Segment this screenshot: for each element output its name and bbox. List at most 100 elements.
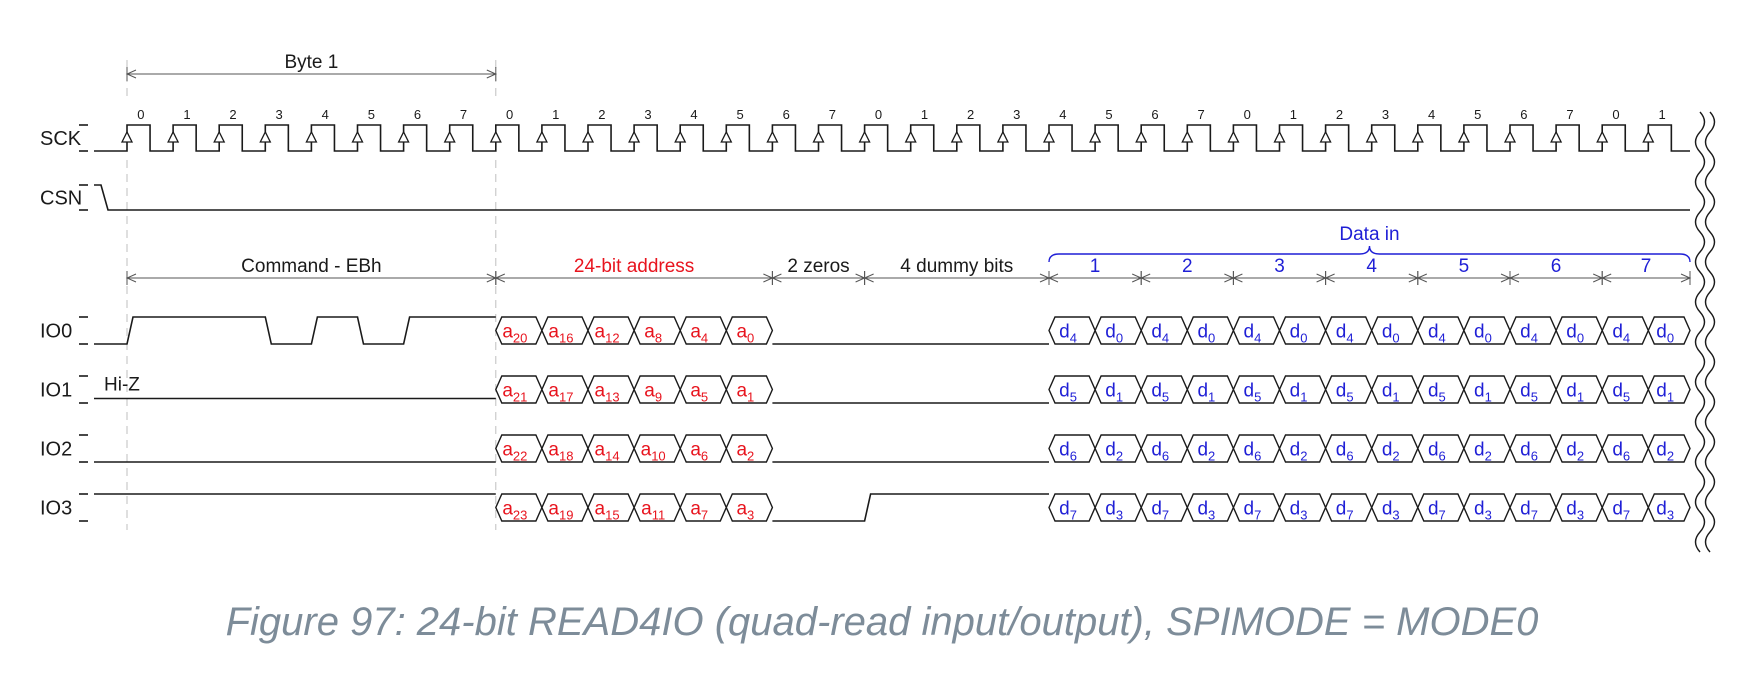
io2-data-cell-subscript: 2 xyxy=(1208,449,1215,464)
io1-data-cell-subscript: 5 xyxy=(1254,390,1261,405)
sck-edge-arrow xyxy=(581,130,595,143)
sck-edge-arrow xyxy=(305,130,318,143)
io1-address-cell-subscript: 5 xyxy=(701,390,708,405)
clock-number: 1 xyxy=(1659,107,1666,122)
clock-number: 0 xyxy=(1612,107,1619,122)
io0-data-cell-subscript: 0 xyxy=(1485,331,1492,346)
clock-number: 0 xyxy=(137,107,144,122)
clock-number: 3 xyxy=(276,107,283,122)
io3-data-cell-subscript: 3 xyxy=(1300,508,1307,523)
data-number-7: 7 xyxy=(1641,256,1652,277)
io0-address-cell-subscript: 20 xyxy=(513,331,527,346)
io1-address-cell-subscript: 1 xyxy=(747,390,754,405)
io3-data-cell-subscript: 7 xyxy=(1623,508,1630,523)
sck-edge-arrow xyxy=(535,130,548,143)
data-number-5: 5 xyxy=(1459,256,1470,277)
io2-data-cell-subscript: 6 xyxy=(1346,449,1353,464)
data-number-4: 4 xyxy=(1366,256,1377,277)
sck-edge-arrow xyxy=(1550,130,1563,143)
io2-address-cell-subscript: 6 xyxy=(701,449,708,464)
data-number-3: 3 xyxy=(1274,256,1285,277)
sck-edge-arrow xyxy=(904,130,917,143)
clock-number: 7 xyxy=(829,107,836,122)
address-label: 24-bit address xyxy=(574,256,694,277)
io2-address-cell-subscript: 22 xyxy=(513,449,527,464)
sck-edge-arrow xyxy=(858,130,871,143)
io1-data-cell-subscript: 1 xyxy=(1300,390,1307,405)
zeros-label: 2 zeros xyxy=(787,256,849,277)
io0-address-cell-subscript: 16 xyxy=(559,331,573,346)
sck-edge-arrow xyxy=(1457,130,1470,143)
sck-edge-arrow xyxy=(766,130,779,143)
clock-number: 3 xyxy=(1013,107,1020,122)
sck-edge-arrow xyxy=(1135,130,1148,143)
io1-data-cell-subscript: 5 xyxy=(1439,390,1446,405)
clock-number: 2 xyxy=(967,107,974,122)
io0-data-cell-subscript: 0 xyxy=(1392,331,1399,346)
io3-address-cell-subscript: 19 xyxy=(559,508,573,523)
clock-number: 4 xyxy=(322,107,329,122)
io0-address-cell-subscript: 8 xyxy=(655,331,662,346)
clock-number: 5 xyxy=(1105,107,1112,122)
io1-data-cell-subscript: 5 xyxy=(1531,390,1538,405)
sck-waveform xyxy=(94,124,1690,152)
sck-edge-arrow xyxy=(1181,130,1194,143)
io1-address-cell-subscript: 17 xyxy=(559,390,573,405)
clock-number: 0 xyxy=(506,107,513,122)
clock-number: 5 xyxy=(1474,107,1481,122)
hi-z-label: Hi-Z xyxy=(104,375,140,396)
clock-number: 6 xyxy=(1151,107,1158,122)
io1-data-cell-subscript: 5 xyxy=(1346,390,1353,405)
sck-edge-arrow xyxy=(120,130,134,143)
io2-data-cell-subscript: 6 xyxy=(1254,449,1261,464)
break-marks xyxy=(1694,111,1716,553)
sck-edge-arrow xyxy=(674,130,687,143)
data-in-brace xyxy=(1048,245,1691,263)
sck-edge-arrow xyxy=(1365,130,1378,143)
clock-number: 7 xyxy=(1198,107,1205,122)
io3-data-cell-subscript: 7 xyxy=(1254,508,1261,523)
clock-number: 3 xyxy=(1382,107,1389,122)
clock-number: 0 xyxy=(875,107,882,122)
clock-number: 0 xyxy=(1244,107,1251,122)
io0-data-cell-subscript: 4 xyxy=(1254,331,1261,346)
sck-edge-arrow xyxy=(1596,130,1609,143)
clock-number: 5 xyxy=(368,107,375,122)
sck-edge-arrow xyxy=(1227,130,1240,143)
data-number-1: 1 xyxy=(1090,256,1101,277)
io3-data-cell-shape xyxy=(1647,493,1691,522)
io2-address-cell-subscript: 18 xyxy=(559,449,573,464)
io0-data-cell-subscript: 4 xyxy=(1439,331,1446,346)
io2-address-cell-subscript: 2 xyxy=(747,449,754,464)
io1-data-cell-subscript: 1 xyxy=(1392,390,1399,405)
io3-data-cell-subscript: 3 xyxy=(1392,508,1399,523)
clock-number: 1 xyxy=(1290,107,1297,122)
clock-number: 6 xyxy=(414,107,421,122)
io2-data-cell-subscript: 2 xyxy=(1300,449,1307,464)
clock-number: 1 xyxy=(183,107,190,122)
io1-data-cell-shape xyxy=(1647,375,1691,404)
data-in-label: Data in xyxy=(1339,224,1399,245)
io3-label: IO3 xyxy=(40,498,72,520)
byte-label: Byte 1 xyxy=(284,52,338,73)
io0-data-cell-shape xyxy=(1647,316,1691,345)
io2-data-cell-subscript: 6 xyxy=(1439,449,1446,464)
io0-data-cell-subscript: 0 xyxy=(1577,331,1584,346)
clock-number: 4 xyxy=(690,107,697,122)
data-number-2: 2 xyxy=(1182,256,1193,277)
io2-data-cell-subscript: 2 xyxy=(1577,449,1584,464)
io3-data-cell-subscript: 7 xyxy=(1531,508,1538,523)
io1-address-cell-subscript: 9 xyxy=(655,390,662,405)
io1-address-cell-subscript: 21 xyxy=(513,390,527,405)
io2-address-cell-shape xyxy=(725,434,774,463)
io1-address-cell-shape xyxy=(725,375,774,404)
io3-data-cell-subscript: 7 xyxy=(1346,508,1353,523)
io1-data-cell-subscript: 1 xyxy=(1485,390,1492,405)
io0-data-cell-subscript: 4 xyxy=(1162,331,1169,346)
io3-address-cell-subscript: 11 xyxy=(652,508,666,523)
sck-edge-arrow xyxy=(167,130,180,143)
